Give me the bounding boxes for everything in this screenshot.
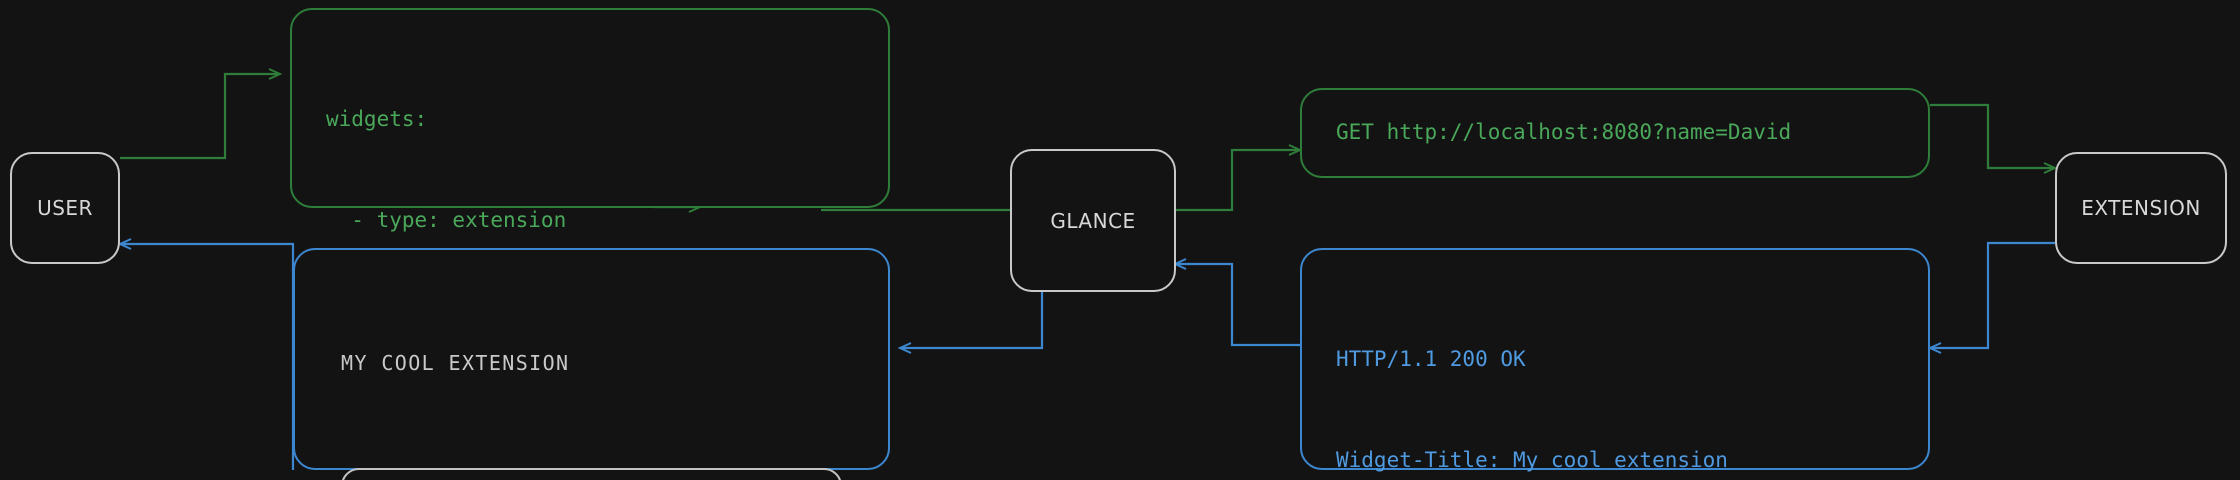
http-response-line-1: Widget-Title: My cool extension [1336,447,1728,472]
edge-widget-to-user [117,238,295,470]
config-line-1: - type: extension [326,207,567,232]
node-user-label: USER [37,196,93,220]
message-http-response: HTTP/1.1 200 OK Widget-Title: My cool ex… [1300,248,1930,472]
node-glance-label: GLANCE [1050,208,1136,233]
message-rendered-widget: MY COOL EXTENSION Hello, David [293,248,890,480]
edge-response-to-glance [1172,258,1300,347]
edge-user-to-config [120,68,283,160]
node-user[interactable]: USER [10,152,120,264]
message-config-yaml: widgets: - type: extension url: http://l… [290,8,890,434]
config-line-0: widgets: [326,107,428,132]
http-response-line-0: HTTP/1.1 200 OK [1336,347,1526,372]
node-extension-label: EXTENSION [2081,196,2201,220]
http-request-line-0: GET http://localhost:8080?name=David [1336,120,1792,145]
node-extension[interactable]: EXTENSION [2055,152,2227,264]
widget-title: MY COOL EXTENSION [341,351,570,376]
node-glance[interactable]: GLANCE [1010,149,1176,292]
message-http-request: GET http://localhost:8080?name=David [1300,88,1930,178]
edge-extension-to-response [1927,241,2055,354]
edge-request-to-extension [1930,103,2058,174]
widget-content-card: Hello, David [341,468,842,480]
